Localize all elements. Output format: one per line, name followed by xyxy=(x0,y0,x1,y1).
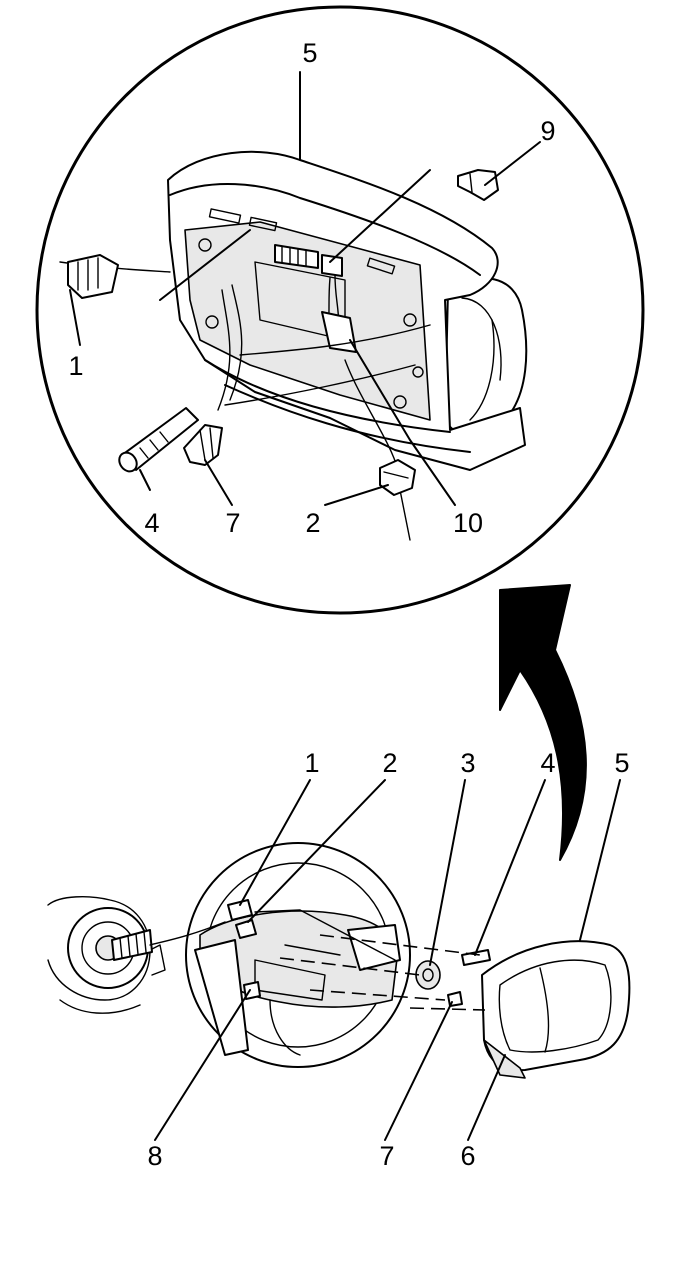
detail-part-7-clip xyxy=(183,424,223,466)
callout-main-4: 4 xyxy=(540,748,555,778)
callout-main-5: 5 xyxy=(614,748,629,778)
callout-main-2: 2 xyxy=(382,748,397,778)
steering-column xyxy=(47,896,166,1014)
callout-detail-4: 4 xyxy=(144,508,159,538)
callout-main-7: 7 xyxy=(379,1141,394,1171)
main-airbag-module xyxy=(481,940,631,1079)
alignment-lines xyxy=(149,909,486,1011)
callout-detail-7: 7 xyxy=(225,508,240,538)
main-part-3-nut xyxy=(415,960,441,990)
main-callouts: 1 2 3 4 5 8 7 6 xyxy=(147,748,629,1171)
steering-wheel xyxy=(185,842,411,1068)
detail-part-4-stud xyxy=(118,407,199,473)
main-part-2-grommet xyxy=(235,919,257,939)
callout-detail-5: 5 xyxy=(302,38,317,68)
rotation-arrow xyxy=(499,584,587,861)
callout-detail-1: 1 xyxy=(68,351,83,381)
callout-detail-2: 2 xyxy=(305,508,320,538)
callout-detail-9: 9 xyxy=(540,116,555,146)
detail-leader-lines xyxy=(69,71,541,506)
callout-detail-10: 10 xyxy=(453,508,483,538)
main-leader-lines xyxy=(154,779,621,1141)
detail-module-connector xyxy=(274,244,343,277)
main-view xyxy=(47,779,631,1141)
callout-main-1: 1 xyxy=(304,748,319,778)
detail-view xyxy=(35,5,645,615)
callout-main-6: 6 xyxy=(460,1141,475,1171)
detail-callouts: 5 9 1 4 7 2 10 xyxy=(68,38,555,538)
detail-part-9-fastener xyxy=(457,169,499,201)
callout-main-3: 3 xyxy=(460,748,475,778)
callout-main-8: 8 xyxy=(147,1141,162,1171)
detail-part-2-grommet xyxy=(379,459,416,496)
detail-part-1-connector xyxy=(67,254,119,299)
